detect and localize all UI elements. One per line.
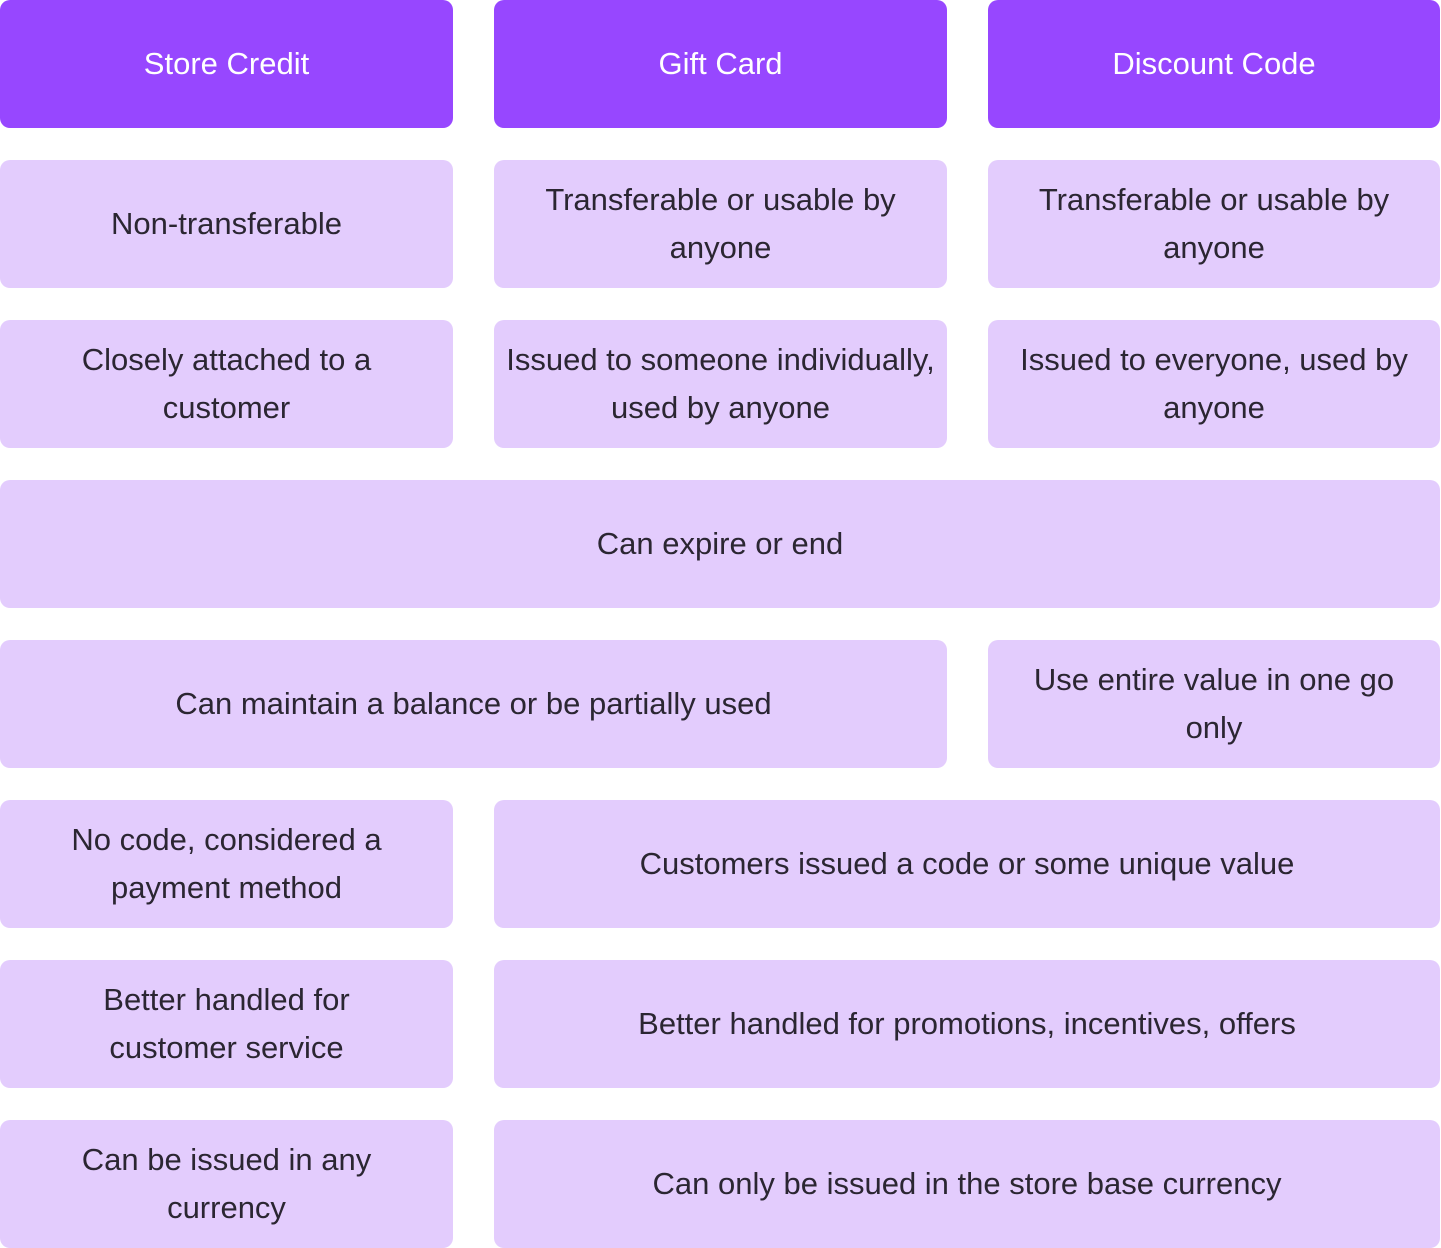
cell-text: Better handled for promotions, incentive… <box>638 1006 1296 1041</box>
cell-code-gift-card-discount-code: Customers issued a code or some unique v… <box>494 800 1440 928</box>
cell-text: Transferable or usable by anyone <box>1038 182 1390 265</box>
header-store-credit: Store Credit <box>0 0 453 128</box>
header-gift-card: Gift Card <box>494 0 947 128</box>
cell-text: No code, considered a payment method <box>71 822 382 905</box>
header-discount-code: Discount Code <box>988 0 1440 128</box>
cell-text: Transferable or usable by anyone <box>545 182 896 265</box>
cell-issuance-discount-code: Issued to everyone, used by anyone <box>988 320 1440 448</box>
cell-text: Can expire or end <box>596 526 844 561</box>
cell-text: Issued to someone individually, used by … <box>506 342 935 425</box>
cell-use-case-gift-card-discount-code: Better handled for promotions, incentive… <box>494 960 1440 1088</box>
cell-text: Better handled for customer service <box>103 982 350 1065</box>
cell-transferability-gift-card: Transferable or usable by anyone <box>494 160 947 288</box>
cell-text: Non-transferable <box>111 206 342 241</box>
header-gift-card-label: Gift Card <box>658 46 783 81</box>
cell-currency-gift-card-discount-code: Can only be issued in the store base cur… <box>494 1120 1440 1248</box>
cell-text: Closely attached to a customer <box>81 342 372 425</box>
cell-issuance-gift-card: Issued to someone individually, used by … <box>494 320 947 448</box>
cell-balance-store-credit-gift-card: Can maintain a balance or be partially u… <box>0 640 947 768</box>
header-discount-code-label: Discount Code <box>1112 46 1316 81</box>
cell-text: Customers issued a code or some unique v… <box>639 846 1295 881</box>
cell-text: Issued to everyone, used by anyone <box>1020 342 1408 425</box>
cell-text: Can maintain a balance or be partially u… <box>175 686 772 721</box>
cell-code-store-credit: No code, considered a payment method <box>0 800 453 928</box>
cell-text: Can only be issued in the store base cur… <box>652 1166 1282 1201</box>
header-store-credit-label: Store Credit <box>143 46 310 81</box>
cell-transferability-store-credit: Non-transferable <box>0 160 453 288</box>
cell-currency-store-credit: Can be issued in any currency <box>0 1120 453 1248</box>
cell-text: Use entire value in one go only <box>1033 662 1395 745</box>
cell-expiry-all: Can expire or end <box>0 480 1440 608</box>
cell-use-case-store-credit: Better handled for customer service <box>0 960 453 1088</box>
cell-balance-discount-code: Use entire value in one go only <box>988 640 1440 768</box>
cell-transferability-discount-code: Transferable or usable by anyone <box>988 160 1440 288</box>
cell-text: Can be issued in any currency <box>81 1142 372 1225</box>
cell-issuance-store-credit: Closely attached to a customer <box>0 320 453 448</box>
